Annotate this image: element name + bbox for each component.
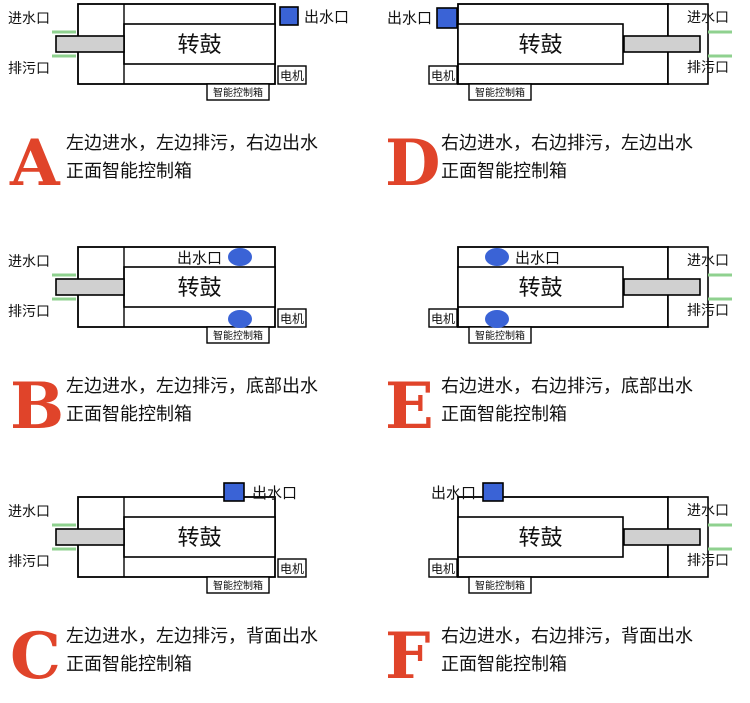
caption-line-1: 右边进水，右边排污，左边出水 (441, 133, 693, 154)
caption-line-2: 正面智能控制箱 (441, 654, 567, 675)
panel-letter: E (385, 369, 434, 444)
control-box-label: 智能控制箱 (213, 579, 263, 592)
control-box-label: 智能控制箱 (213, 329, 263, 342)
motor-label: 电机 (431, 69, 455, 83)
drum-label: 转鼓 (518, 526, 562, 551)
outlet-dot-bottom (228, 310, 252, 328)
caption-line-2: 正面智能控制箱 (66, 161, 192, 182)
motor-box (428, 558, 458, 578)
control-box-label: 智能控制箱 (213, 86, 263, 99)
drum-body (457, 516, 624, 558)
caption-line-1: 左边进水，左边排污，底部出水 (66, 376, 318, 397)
motor-box (277, 308, 307, 328)
inlet-label: 进水口 (687, 10, 729, 26)
outlet-dot-top (485, 248, 509, 266)
panel-letter: F (385, 619, 430, 694)
motor-label: 电机 (280, 312, 304, 326)
drum-label: 转鼓 (177, 276, 221, 301)
control-box (206, 83, 270, 101)
drum-body (457, 266, 624, 308)
control-box-label: 智能控制箱 (475, 329, 525, 342)
control-box (468, 576, 532, 594)
drain-label: 排污口 (687, 553, 729, 569)
panel-letter: C (10, 619, 61, 694)
caption-line-2: 正面智能控制箱 (441, 404, 567, 425)
inlet-label: 进水口 (8, 504, 50, 520)
outlet-label: 出水口 (387, 9, 432, 27)
caption-line-2: 正面智能控制箱 (441, 161, 567, 182)
motor-label: 电机 (431, 312, 455, 326)
drum-label: 转鼓 (177, 33, 221, 58)
shaft (623, 278, 701, 296)
outlet-label: 出水口 (515, 249, 560, 267)
caption-line-2: 正面智能控制箱 (66, 404, 192, 425)
panel-letter: D (385, 126, 441, 201)
outlet-label: 出水口 (304, 8, 349, 26)
motor-box (277, 65, 307, 85)
motor-label: 电机 (431, 562, 455, 576)
outlet-dot-top (228, 248, 252, 266)
motor-box (428, 308, 458, 328)
drain-label: 排污口 (8, 554, 50, 570)
drum-body (123, 266, 276, 308)
motor-box (428, 65, 458, 85)
caption-line-1: 左边进水，左边排污，右边出水 (66, 133, 318, 154)
outlet-label: 出水口 (431, 484, 476, 502)
inlet-label: 进水口 (687, 253, 729, 269)
shaft (623, 35, 701, 53)
caption-line-2: 正面智能控制箱 (66, 654, 192, 675)
outlet-label: 出水口 (177, 249, 222, 267)
shaft (623, 528, 701, 546)
outlet-square (436, 7, 458, 29)
control-box (206, 576, 270, 594)
caption-line-1: 右边进水，右边排污，底部出水 (441, 376, 693, 397)
drain-label: 排污口 (8, 61, 50, 77)
motor-box (277, 558, 307, 578)
control-box-label: 智能控制箱 (475, 579, 525, 592)
drum-body (457, 23, 624, 65)
motor-label: 电机 (280, 562, 304, 576)
shaft (55, 278, 125, 296)
drum-label: 转鼓 (518, 33, 562, 58)
control-box-label: 智能控制箱 (475, 86, 525, 99)
control-box (468, 83, 532, 101)
motor-label: 电机 (280, 69, 304, 83)
drum-label: 转鼓 (518, 276, 562, 301)
drain-label: 排污口 (687, 303, 729, 319)
inlet-label: 进水口 (687, 503, 729, 519)
inlet-label: 进水口 (8, 254, 50, 270)
outlet-square (223, 482, 245, 502)
shaft (55, 35, 125, 53)
drain-label: 排污口 (8, 304, 50, 320)
shaft (55, 528, 125, 546)
inlet-label: 进水口 (8, 11, 50, 27)
outlet-label: 出水口 (252, 484, 297, 502)
outlet-square (279, 6, 299, 26)
drain-label: 排污口 (687, 60, 729, 76)
drum-label: 转鼓 (177, 526, 221, 551)
panel-letter: B (10, 369, 64, 444)
caption-line-1: 左边进水，左边排污，背面出水 (66, 626, 318, 647)
drum-body (123, 23, 276, 65)
panel-letter: A (9, 126, 61, 201)
caption-line-1: 右边进水，右边排污，背面出水 (441, 626, 693, 647)
drum-body (123, 516, 276, 558)
outlet-dot-bottom (485, 310, 509, 328)
outlet-square (482, 482, 504, 502)
